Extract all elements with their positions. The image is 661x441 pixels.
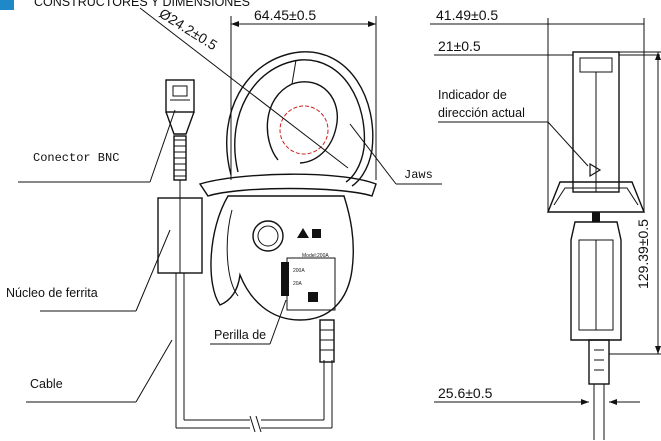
callout-cable: Cable bbox=[26, 339, 173, 403]
core-circle bbox=[279, 105, 329, 155]
dim-handle-depth: 25.6±0.5 bbox=[434, 385, 640, 405]
svg-text:Jaws: Jaws bbox=[404, 168, 433, 182]
knob bbox=[252, 220, 284, 252]
callout-jaws: Jaws bbox=[349, 123, 442, 185]
svg-text:Cable: Cable bbox=[30, 377, 63, 391]
dim-inner-diameter: Ø24.2±0.5 bbox=[139, 5, 349, 169]
callout-current-direction: Indicador de dirección actual bbox=[438, 88, 589, 167]
svg-text:Perilla de: Perilla de bbox=[214, 328, 266, 342]
svg-text:Núcleo de ferrita: Núcleo de ferrita bbox=[6, 286, 98, 300]
svg-text:129.39±0.5: 129.39±0.5 bbox=[635, 219, 651, 289]
dim-height: 129.39±0.5 bbox=[609, 51, 661, 355]
callout-bnc: Conector BNC bbox=[18, 109, 176, 183]
range-low-text: 20A bbox=[293, 281, 303, 287]
cable-line bbox=[175, 273, 333, 433]
section-marker bbox=[0, 0, 14, 10]
callout-knob: Perilla de bbox=[210, 299, 287, 345]
svg-text:64.45±0.5: 64.45±0.5 bbox=[254, 7, 316, 23]
range-high-text: 200A bbox=[293, 268, 305, 274]
svg-text:25.6±0.5: 25.6±0.5 bbox=[438, 385, 493, 401]
bnc-connector bbox=[165, 79, 195, 181]
svg-text:Indicador de: Indicador de bbox=[438, 88, 507, 102]
svg-text:41.49±0.5: 41.49±0.5 bbox=[436, 7, 498, 23]
svg-text:dirección actual: dirección actual bbox=[438, 106, 525, 120]
dim-head-depth: 21±0.5 bbox=[434, 38, 660, 56]
clamp-front-view: Model:200A 200A 20A bbox=[198, 51, 377, 363]
dim-jaw-width: 64.45±0.5 bbox=[230, 7, 377, 180]
svg-text:Conector BNC: Conector BNC bbox=[33, 151, 119, 165]
clamp-side-view bbox=[546, 51, 646, 440]
svg-text:21±0.5: 21±0.5 bbox=[438, 38, 481, 54]
svg-text:Ø24.2±0.5: Ø24.2±0.5 bbox=[156, 5, 220, 53]
model-text: Model:200A bbox=[302, 253, 329, 259]
dim-side-depth: 41.49±0.5 bbox=[430, 7, 645, 212]
ferrite-core bbox=[157, 180, 203, 274]
callout-ferrite: Núcleo de ferrita bbox=[6, 229, 171, 312]
section-title: CONSTRUCTORES Y DIMENSIONES bbox=[34, 0, 250, 9]
